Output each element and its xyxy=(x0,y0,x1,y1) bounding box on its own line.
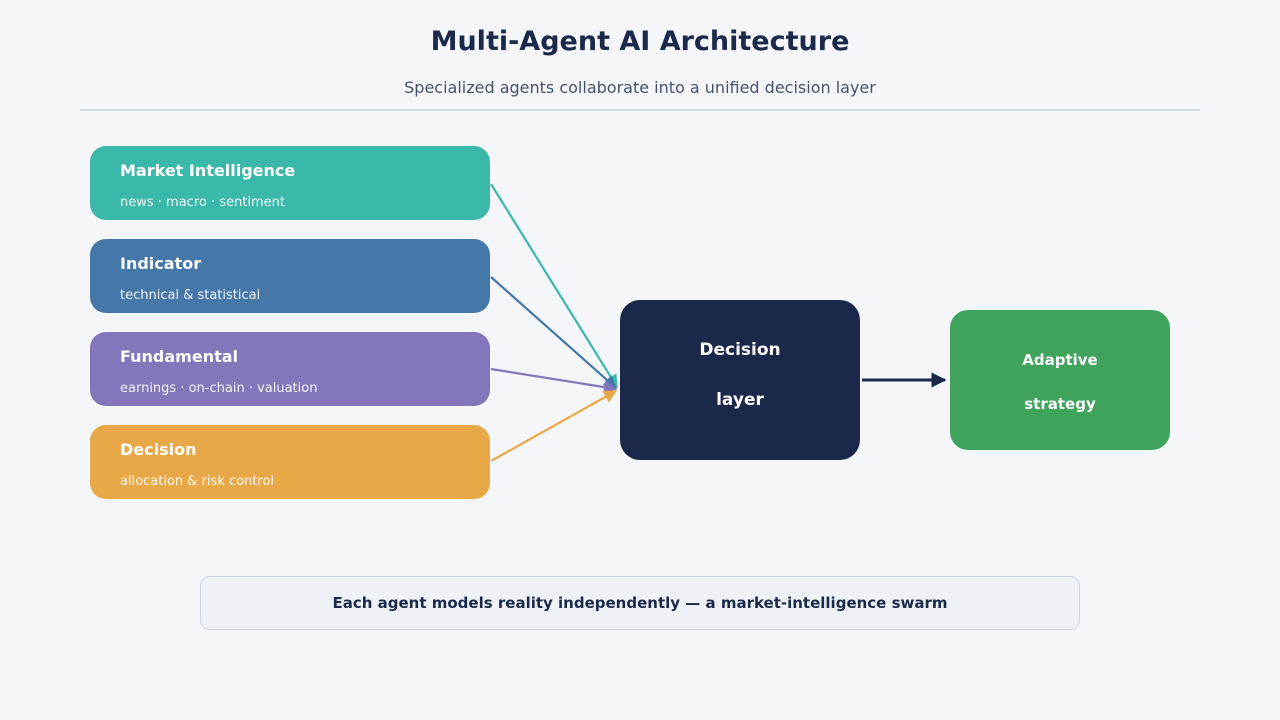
decision-layer-label-line1: Decision xyxy=(699,340,781,360)
agent-name: Indicator xyxy=(120,254,202,273)
connector-decision xyxy=(490,390,618,462)
connector-indicator xyxy=(490,276,617,389)
decision-layer-label-line2: layer xyxy=(716,390,764,410)
connector-fundamental xyxy=(490,367,618,394)
agent-name: Fundamental xyxy=(120,347,239,366)
agent-description: news · macro · sentiment xyxy=(120,195,285,210)
agent-name: Market Intelligence xyxy=(120,161,296,180)
agent-name: Decision xyxy=(120,440,197,459)
page-subtitle: Specialized agents collaborate into a un… xyxy=(404,78,876,97)
strategy-label-line2: strategy xyxy=(1024,395,1096,413)
strategy-label-line1: Adaptive xyxy=(1022,351,1098,369)
footer-caption: Each agent models reality independently … xyxy=(200,576,1080,630)
header-divider xyxy=(80,109,1200,111)
page-title: Multi-Agent AI Architecture xyxy=(430,26,850,57)
connector-market-intelligence xyxy=(490,183,618,389)
adaptive-strategy-node: Adaptive strategy xyxy=(950,310,1170,450)
agent-description: earnings · on-chain · valuation xyxy=(120,381,318,396)
agent-card-decision: Decision allocation & risk control xyxy=(90,425,490,499)
agent-description: technical & statistical xyxy=(120,288,261,303)
agent-description: allocation & risk control xyxy=(120,474,275,489)
agent-card-indicator: Indicator technical & statistical xyxy=(90,239,490,313)
decision-layer-node: Decision layer xyxy=(620,300,860,460)
agent-card-market-intelligence: Market Intelligence news · macro · senti… xyxy=(90,146,490,220)
agent-card-fundamental: Fundamental earnings · on-chain · valuat… xyxy=(90,332,490,406)
